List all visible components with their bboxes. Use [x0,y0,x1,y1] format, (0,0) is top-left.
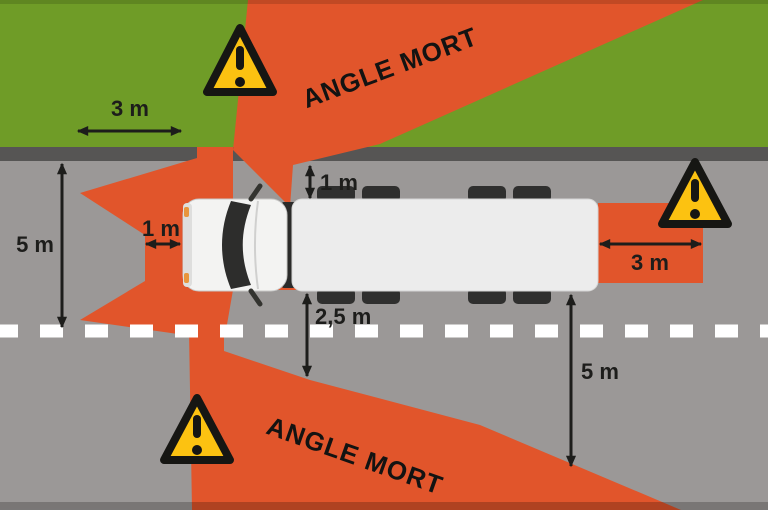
mirror [248,288,263,307]
curb [0,147,768,161]
measurement-label-rear-zone: 3 m [631,250,669,275]
measurements [56,125,703,468]
indicator-light [184,273,189,283]
measurement-label-left-zone: 5 m [16,232,54,257]
wheel [362,288,400,304]
windshield [222,201,251,289]
bottom-edge-shade [0,502,768,510]
exclamation-bar [691,179,699,202]
wheel [317,288,355,304]
mirror [248,183,263,202]
trailer [291,198,599,292]
wheel [513,288,551,304]
measurement-label-bottom-zone: 5 m [581,359,619,384]
blind-spot-top-zone [233,0,703,207]
cab [182,183,288,307]
exclamation-bar [193,415,201,438]
measurement-label-top-gap: 1 m [320,170,358,195]
cab-roof-seam [254,200,259,290]
exclamation-dot [235,77,245,87]
blind-spot-bottom-zone [189,330,681,510]
indicator-light [184,207,189,217]
measurement-label-front-gap: 1 m [142,216,180,241]
wheel [513,186,551,202]
warning-triangle-icon [203,24,277,96]
wheel [468,288,506,304]
wheel [468,186,506,202]
exclamation-dot [690,209,700,219]
warning-triangle-icon [658,158,732,228]
warning-triangle-icon [160,394,234,464]
exclamation-bar [236,46,244,70]
truck [182,183,599,307]
measurement-label-grass-width: 3 m [111,96,149,121]
wheel [362,186,400,202]
top-edge-shade [0,0,768,4]
exclamation-dot [192,445,202,455]
front-bumper [183,203,192,287]
wheel [317,186,355,202]
measurement-label-bottom-gap: 2,5 m [315,304,371,329]
